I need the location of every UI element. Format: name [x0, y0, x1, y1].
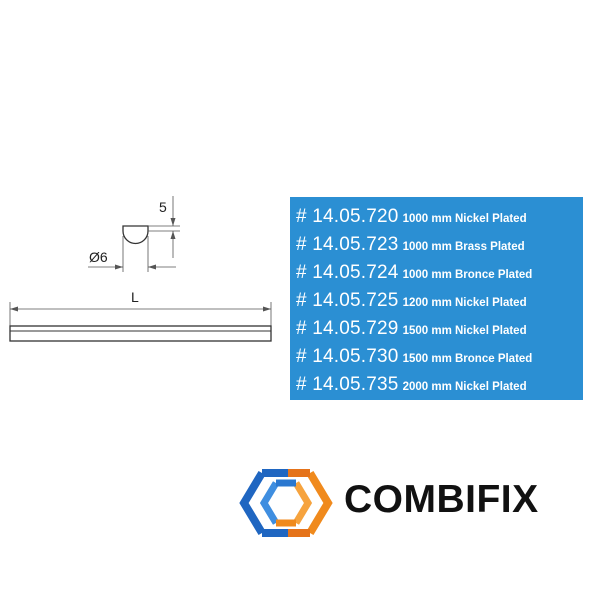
technical-drawing: 5 Ø6 L: [0, 0, 290, 380]
height-dim-label: 5: [159, 199, 167, 215]
brand-name: COMBIFIX: [344, 478, 539, 521]
length-arrow-left: [10, 306, 18, 312]
article-description: 1000 mm Nickel Plated: [402, 213, 527, 225]
length-arrow-right: [263, 306, 271, 312]
height-arrow-top: [170, 218, 176, 226]
article-description: 1500 mm Bronce Plated: [402, 353, 533, 365]
article-code: # 14.05.729: [296, 318, 399, 339]
height-arrow-bottom: [170, 231, 176, 239]
diameter-arrow-left: [115, 264, 123, 270]
rod-side-view: [9, 325, 272, 342]
article-description: 1200 mm Nickel Plated: [402, 297, 527, 309]
length-dim-label: L: [131, 289, 139, 305]
article-description: 1500 mm Nickel Plated: [402, 325, 527, 337]
diameter-dim-label: Ø6: [89, 249, 108, 265]
combifix-hexagon-logo-icon: [239, 469, 333, 537]
article-code: # 14.05.725: [296, 290, 399, 311]
combifix-logo: COMBIFIX: [232, 468, 592, 538]
article-description: 1000 mm Brass Plated: [402, 241, 525, 253]
article-code: # 14.05.730: [296, 346, 399, 367]
article-description: 2000 mm Nickel Plated: [402, 381, 527, 393]
article-code: # 14.05.724: [296, 262, 399, 283]
article-description: 1000 mm Bronce Plated: [402, 269, 533, 281]
article-code: # 14.05.720: [296, 206, 399, 227]
article-code: # 14.05.735: [296, 374, 399, 395]
profile-cross-section: [122, 225, 149, 245]
rod-drawing-svg: 5 Ø6 L: [9, 196, 272, 342]
article-code: # 14.05.723: [296, 234, 399, 255]
diameter-arrow-right: [148, 264, 156, 270]
